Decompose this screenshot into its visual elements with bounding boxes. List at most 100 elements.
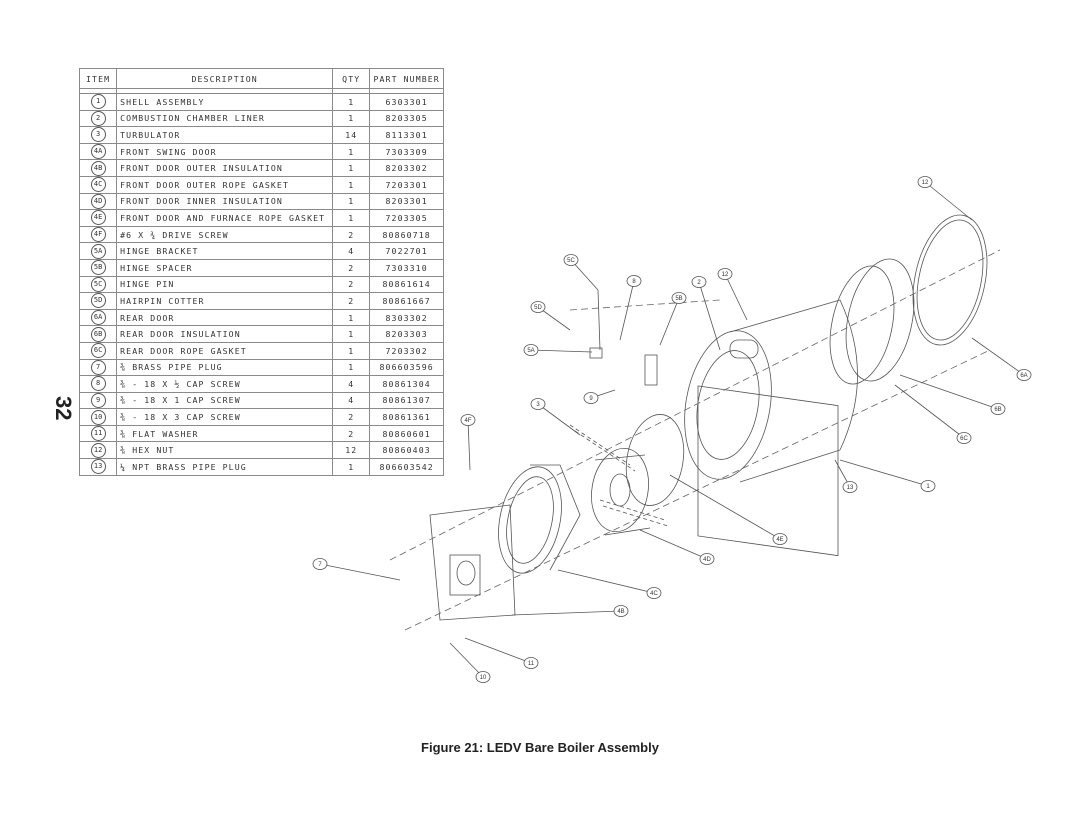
callout-label: 6C (960, 436, 968, 442)
callout-label: 11 (528, 661, 535, 667)
item-qty: 1 (332, 142, 371, 161)
callout-label: 12 (922, 180, 929, 186)
item-number: 4D (78, 192, 118, 211)
table-spacer-row (78, 88, 444, 94)
header-item: ITEM (78, 68, 118, 89)
item-qty: 4 (332, 375, 371, 393)
callout-bubble (671, 292, 687, 304)
callout-leader (449, 642, 484, 678)
item-number: 6C (78, 341, 118, 360)
callout-leader (839, 459, 929, 487)
callout-label: 5A (527, 348, 534, 354)
front-swing-door-drawing (429, 504, 516, 621)
callout-bubble (699, 553, 715, 565)
item-qty: 1 (332, 93, 371, 111)
callout-label: 7 (318, 562, 322, 568)
callout-bubble (717, 268, 733, 280)
table-header-row: ITEM DESCRIPTION QTY PART NUMBER (78, 68, 444, 89)
item-part-number: 8113301 (369, 126, 444, 144)
callout-bubble (626, 275, 642, 287)
item-number: 7 (78, 358, 118, 377)
callout-bubble (530, 301, 546, 313)
callout-leader (724, 273, 748, 321)
item-number: 13 (78, 458, 118, 476)
callout-label: 5C (567, 258, 575, 264)
callout-label: 1 (926, 484, 930, 490)
item-number: 4E (78, 209, 118, 227)
item-number: 10 (78, 408, 118, 426)
callout-leader (924, 181, 973, 221)
callout-bubble (691, 276, 707, 288)
callout-label: 12 (722, 272, 729, 278)
callout-label: 3 (536, 402, 540, 408)
callout-bubble (523, 344, 539, 356)
callout-label: 4B (617, 609, 624, 615)
callout-label: 10 (480, 675, 487, 681)
callout-leader (537, 403, 581, 436)
callout-label: 4E (776, 537, 783, 543)
callout-leader (971, 337, 1025, 376)
callout-bubble (613, 605, 629, 617)
figure-caption: Figure 21: LEDV Bare Boiler Assembly (421, 740, 659, 755)
item-number: 5C (78, 275, 118, 294)
callout-leader (669, 474, 781, 540)
item-description: FRONT SWING DOOR (116, 142, 334, 161)
item-description: TURBULATOR (116, 126, 334, 144)
callout-label: 4D (703, 557, 711, 563)
callout-bubble (312, 558, 328, 570)
front-door-outer-insulation-drawing (530, 464, 581, 571)
callout-label: 8 (632, 279, 636, 285)
callout-label: 6B (994, 407, 1001, 413)
callout-leader (639, 529, 708, 560)
callout-label: 4F (464, 418, 471, 424)
callout-leader (530, 349, 593, 353)
item-number: 6B (78, 325, 118, 343)
item-number: 2 (78, 109, 118, 128)
item-part-number: 806603542 (369, 458, 444, 476)
item-part-number: 6303301 (369, 93, 444, 111)
callout-label: 13 (847, 485, 854, 491)
front-door-outer-gasket-drawing (498, 466, 562, 574)
callout-bubble (460, 414, 476, 426)
item-number: 9 (78, 391, 118, 410)
callout-leader (570, 259, 599, 291)
callout-leader (511, 610, 622, 616)
rear-insulation-drawing (845, 258, 915, 382)
callout-bubble (583, 392, 599, 404)
combustion-liner-drawing (625, 414, 685, 506)
shell-assembly-drawing (684, 299, 858, 557)
header-qty: QTY (332, 68, 371, 89)
callout-leader (698, 281, 721, 351)
callout-leader (899, 374, 999, 410)
callout-bubble (842, 481, 858, 493)
item-part-number: 8203305 (369, 109, 444, 128)
item-qty: 14 (332, 126, 371, 144)
callout-label: 9 (589, 396, 593, 402)
callout-label: 5D (534, 305, 542, 311)
callout-bubble (1016, 369, 1032, 381)
item-description: SHELL ASSEMBLY (116, 93, 334, 111)
item-description: COMBUSTION CHAMBER LINER (116, 109, 334, 128)
callout-leader (619, 280, 635, 341)
callout-bubble (920, 480, 936, 492)
item-qty: 1 (332, 458, 371, 476)
item-number: 4A (78, 142, 118, 161)
header-part-number: PART NUMBER (369, 68, 444, 89)
item-number: 4C (78, 175, 118, 194)
item-number: 12 (78, 441, 118, 460)
callout-bubble (523, 657, 539, 669)
callout-leader (557, 569, 655, 594)
item-number: 5D (78, 292, 118, 310)
